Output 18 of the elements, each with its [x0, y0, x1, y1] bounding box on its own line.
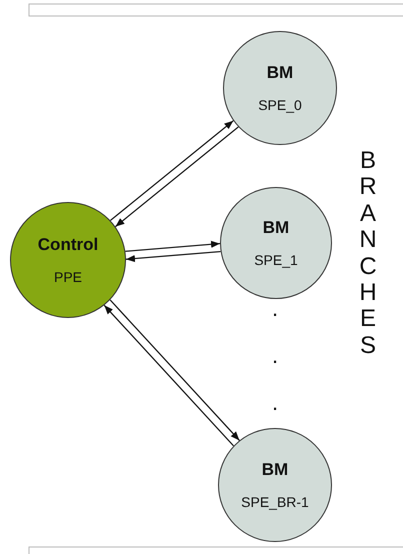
arrow [110, 299, 240, 441]
ellipsis-dot: . [272, 343, 278, 369]
arrow [126, 250, 221, 262]
node-subtitle: SPE_1 [254, 252, 298, 268]
ellipsis-dot: . [272, 296, 278, 322]
node-subtitle: SPE_BR-1 [241, 494, 309, 510]
arrow [125, 240, 220, 252]
vertical-label: BRANCHES [358, 148, 378, 360]
node-title: BM [262, 218, 290, 238]
arrow [110, 120, 234, 221]
node-subtitle: PPE [54, 269, 82, 285]
arrow [115, 126, 239, 228]
node-subtitle: SPE_0 [258, 97, 302, 113]
node-title: BM [262, 460, 288, 480]
ellipsis-dot: . [272, 390, 278, 416]
node-title: BM [266, 63, 294, 83]
node-title: Control [38, 235, 98, 255]
arrow [104, 304, 234, 446]
